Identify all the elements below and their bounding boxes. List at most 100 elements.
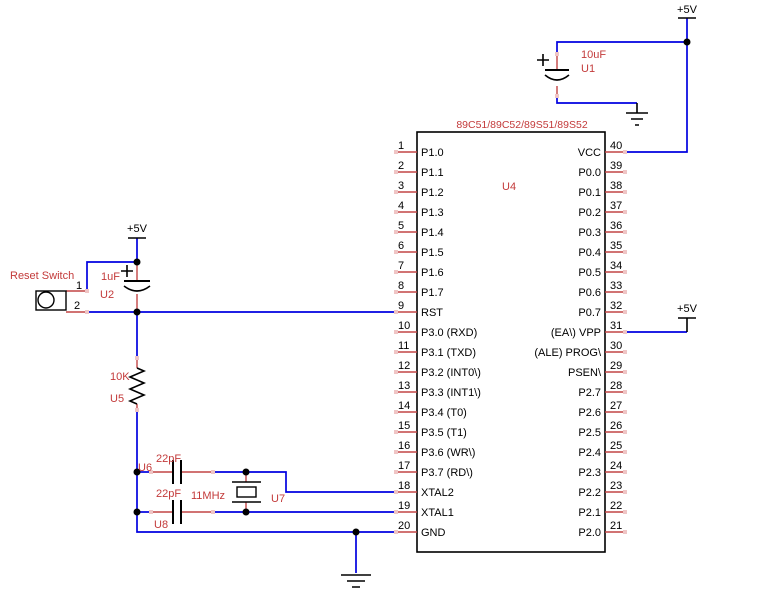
junction-dot <box>242 508 250 516</box>
pin-name: P1.6 <box>421 267 444 279</box>
chip-pin[interactable]: 3P1.2 <box>394 180 444 199</box>
pin-name: P1.2 <box>421 187 444 199</box>
pin-name: P1.0 <box>421 147 444 159</box>
chip-pin[interactable]: 1P1.0 <box>394 140 444 159</box>
pin-end-marker <box>623 290 627 294</box>
pin-end-marker <box>623 370 627 374</box>
ground-symbol-main[interactable] <box>341 574 371 588</box>
pin-end-marker <box>85 310 89 314</box>
pin-number: 25 <box>610 440 622 452</box>
wire-switch-pin1-to-5v[interactable] <box>86 261 137 291</box>
pin-end-marker <box>135 356 139 360</box>
wire-gnd-net[interactable] <box>136 412 397 533</box>
pin-number: 35 <box>610 240 622 252</box>
pin-number: 5 <box>398 220 404 232</box>
mcu-chip[interactable]: 1P1.02P1.13P1.24P1.35P1.46P1.57P1.68P1.7… <box>394 119 627 553</box>
pin-name: P3.6 (WR\) <box>421 447 475 459</box>
switch-pin2-number: 2 <box>74 300 80 312</box>
pin-name: P2.5 <box>578 427 601 439</box>
pin-name: P2.6 <box>578 407 601 419</box>
chip-pin[interactable]: 31(EA\) VPP <box>551 320 627 339</box>
resistor-zigzag-icon[interactable] <box>127 367 147 405</box>
pin-end-marker <box>394 530 398 534</box>
u8-value: 22pF <box>156 488 181 500</box>
pin-number: 15 <box>398 420 410 432</box>
pin-end-marker <box>394 430 398 434</box>
resistor-u5[interactable] <box>127 356 147 412</box>
chip-title: 89C51/89C52/89S51/89S52 <box>456 119 588 131</box>
crystal-body-icon[interactable] <box>236 486 257 498</box>
capacitor-u6[interactable] <box>149 460 215 484</box>
u2-value: 1uF <box>101 271 120 283</box>
capacitor-u2[interactable] <box>121 262 151 312</box>
pin-end-marker <box>135 408 139 412</box>
pin-number: 34 <box>610 260 622 272</box>
pin-number: 36 <box>610 220 622 232</box>
pin-end-marker <box>85 289 89 293</box>
chip-pin[interactable]: 6P1.5 <box>394 240 444 259</box>
chip-body[interactable] <box>416 131 606 553</box>
chip-right-pins: 40VCC39P0.038P0.137P0.236P0.335P0.434P0.… <box>534 140 627 539</box>
chip-pin[interactable]: 5P1.4 <box>394 220 444 239</box>
crystal-u7[interactable] <box>232 472 261 512</box>
pin-number: 32 <box>610 300 622 312</box>
chip-pin[interactable]: 8P1.7 <box>394 280 444 299</box>
capacitor-u8[interactable] <box>149 500 215 524</box>
pin-end-marker <box>623 190 627 194</box>
power-symbol-ea[interactable] <box>678 317 696 332</box>
pin-end-marker <box>149 470 153 474</box>
capacitor-u1[interactable] <box>537 52 570 98</box>
chip-pin[interactable]: 4P1.3 <box>394 200 444 219</box>
pin-name: P2.7 <box>578 387 601 399</box>
pin-end-marker <box>394 210 398 214</box>
chip-pin[interactable]: 2P1.1 <box>394 160 444 179</box>
ground-symbol-u1[interactable] <box>626 103 648 126</box>
switch-button-icon[interactable] <box>37 291 55 309</box>
chip-pin[interactable]: 30(ALE) PROG\ <box>534 340 627 359</box>
chip-ref: U4 <box>502 181 516 193</box>
pin-end-marker <box>623 410 627 414</box>
pin-number: 11 <box>398 340 409 352</box>
pin-number: 30 <box>610 340 622 352</box>
pin-name: P1.3 <box>421 207 444 219</box>
pin-end-marker <box>211 470 215 474</box>
pin-end-marker <box>623 510 627 514</box>
pin-number: 26 <box>610 420 622 432</box>
chip-pin[interactable]: 7P1.6 <box>394 260 444 279</box>
pin-name: GND <box>421 527 446 539</box>
reset-switch[interactable] <box>35 289 89 314</box>
u6-ref: U6 <box>138 462 152 474</box>
wire-u1-to-gnd[interactable] <box>556 96 637 104</box>
